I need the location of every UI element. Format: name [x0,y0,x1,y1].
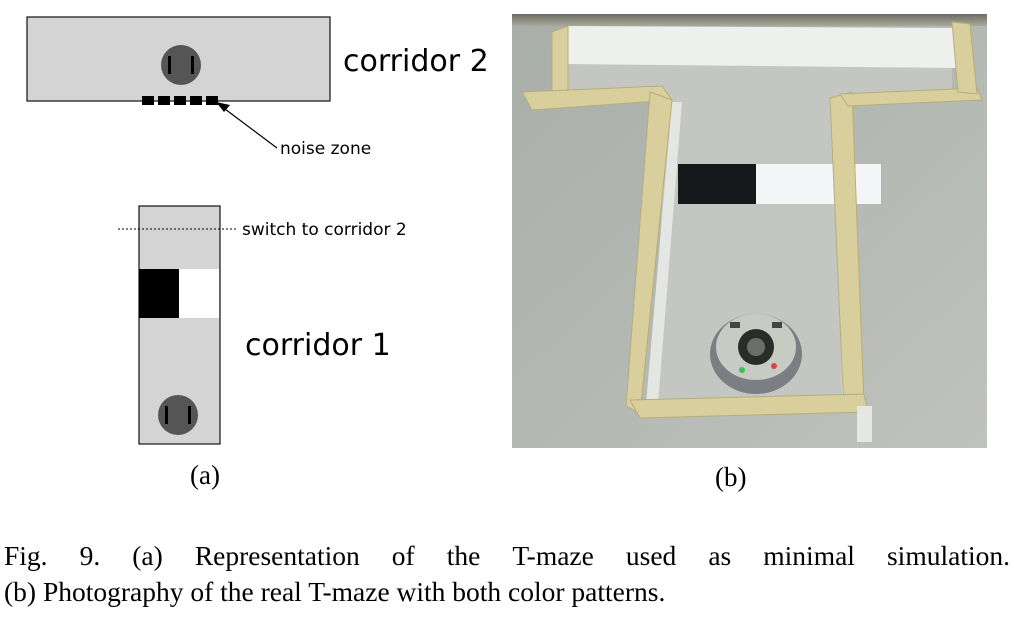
robot-corridor-1 [158,395,198,435]
caption-word: (a) [132,540,163,571]
switch-label: switch to corridor 2 [242,220,407,240]
black-pattern [139,269,179,318]
caption-word: T-maze [512,540,594,571]
photo-robot [710,314,802,394]
caption-word: of [391,540,415,571]
diagram-a: corridor 2 noise zone switch to corridor… [26,16,489,445]
caption-word: 9. [79,540,101,571]
panel-label-b: (b) [715,462,747,492]
caption-word: Fig. [4,540,48,571]
corridor-2-label: corridor 2 [343,44,489,79]
noise-zone-marker [142,96,218,105]
photo-black-pattern [678,164,756,204]
figure-caption: Fig. 9. (a) Representation of the T-maze… [4,538,1010,610]
white-pattern [179,269,219,318]
caption-word: used [625,540,677,571]
corridor-1-label: corridor 1 [245,328,391,363]
robot-corridor-2 [161,45,201,85]
noise-zone-label: noise zone [280,139,371,159]
caption-line-2: (b) Photography of the real T-maze with … [4,576,666,607]
t-maze-photo [512,14,987,448]
caption-word: Representation [194,540,360,571]
panel-label-a: (a) [190,460,220,490]
photo-white-pattern [756,164,881,204]
caption-word: the [446,540,481,571]
caption-word: as [708,540,732,571]
noise-zone-arrow [216,102,278,149]
caption-line-1: Fig. 9. (a) Representation of the T-maze… [4,538,1010,574]
caption-word: minimal [763,540,855,571]
caption-word: simulation. [886,540,1010,571]
